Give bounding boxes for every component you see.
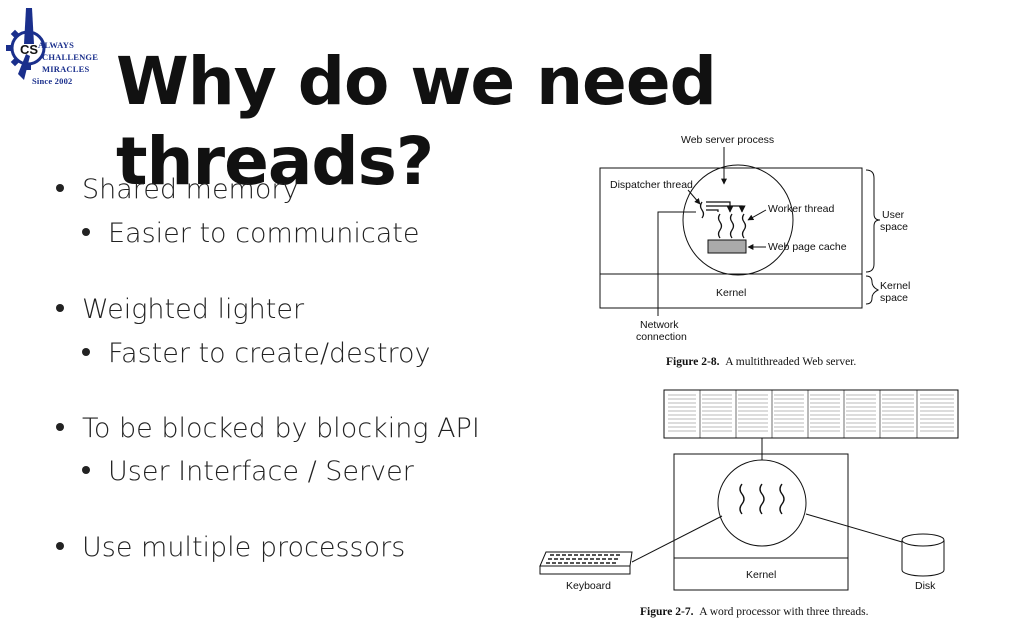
- bullet-dot-icon: [56, 541, 64, 550]
- disk-icon: [901, 533, 945, 577]
- kernel-space-label-2: space: [880, 292, 908, 304]
- bullet-dot-icon: [56, 303, 64, 312]
- logo-monogram: CS: [20, 42, 38, 57]
- caption-number: Figure 2-8.: [666, 356, 720, 368]
- bullet-item: Shared memory: [56, 174, 298, 205]
- disk-label: Disk: [915, 580, 936, 592]
- logo: CS ALWAYS CHALLENGE MIRACLES Since 2002: [4, 4, 98, 88]
- kernel-space-brace: [865, 275, 880, 305]
- bullet-dot-icon: [82, 227, 90, 236]
- bullet-list: Shared memory Easier to communicate Weig…: [56, 0, 536, 600]
- gear-logo-icon: CS: [6, 8, 46, 80]
- figure-2-8-caption: Figure 2-8. A multithreaded Web server.: [666, 356, 856, 368]
- network-label-line-2: connection: [636, 331, 687, 343]
- bullet-text: To be blocked by blocking API: [82, 413, 480, 444]
- web-page-cache-label: Web page cache: [768, 241, 847, 253]
- sub-bullet-item: Easier to communicate: [82, 218, 419, 249]
- worker-thread-label: Worker thread: [768, 203, 834, 215]
- keyboard-icon: [539, 551, 633, 575]
- bullet-text: Shared memory: [82, 174, 299, 205]
- kernel-space-label-1: Kernel: [880, 280, 910, 292]
- bullet-dot-icon: [82, 465, 90, 474]
- keyboard-label: Keyboard: [566, 580, 611, 592]
- figure-2-7-caption: Figure 2-7. A word processor with three …: [640, 606, 868, 618]
- bullet-text: Weighted lighter: [82, 294, 305, 325]
- word-kernel-label: Kernel: [746, 569, 776, 581]
- bullet-item: Weighted lighter: [56, 294, 304, 325]
- sub-bullet-text: User Interface / Server: [108, 456, 414, 487]
- bullet-dot-icon: [82, 347, 90, 356]
- caption-number: Figure 2-7.: [640, 606, 694, 618]
- sub-bullet-text: Faster to create/destroy: [108, 338, 431, 369]
- bullet-dot-icon: [56, 422, 64, 431]
- bullet-text: Use multiple processors: [82, 532, 406, 563]
- dispatcher-thread-label: Dispatcher thread: [610, 179, 693, 191]
- document-pages: [663, 389, 959, 439]
- network-label-line-1: Network: [640, 319, 679, 331]
- user-space-brace: [865, 169, 881, 273]
- slide-title: Why do we need threads?: [116, 43, 717, 200]
- bullet-item: Use multiple processors: [56, 532, 405, 563]
- word-kernel-box: [673, 557, 849, 591]
- logo-line-3: MIRACLES: [42, 64, 90, 74]
- kernel-label: Kernel: [716, 287, 746, 299]
- web-page-cache-box: [707, 239, 747, 254]
- sub-bullet-item: User Interface / Server: [82, 456, 414, 487]
- figure-web-server: Web server process Kernel Dispatcher thr…: [596, 128, 1016, 374]
- bullet-dot-icon: [56, 183, 64, 192]
- web-server-process-label: Web server process: [681, 134, 774, 146]
- figure-word-processor: Kernel Keyboard: [536, 386, 960, 624]
- word-processor-diagram: Kernel Keyboard: [539, 389, 959, 592]
- logo-line-4: Since 2002: [32, 76, 73, 86]
- logo-line-2: CHALLENGE: [42, 52, 99, 62]
- kernel-box: [599, 273, 863, 309]
- caption-text: A word processor with three threads.: [699, 606, 869, 618]
- sub-bullet-text: Easier to communicate: [108, 218, 420, 249]
- process-circle: [682, 164, 794, 276]
- logo-line-1: ALWAYS: [38, 40, 75, 50]
- sub-bullet-item: Faster to create/destroy: [82, 338, 430, 369]
- user-space-label-2: space: [880, 221, 908, 233]
- bullet-item: To be blocked by blocking API: [56, 413, 480, 444]
- web-server-diagram: Web server process Kernel Dispatcher thr…: [599, 134, 910, 343]
- caption-text: A multithreaded Web server.: [725, 356, 857, 368]
- user-space-label-1: User: [882, 209, 905, 221]
